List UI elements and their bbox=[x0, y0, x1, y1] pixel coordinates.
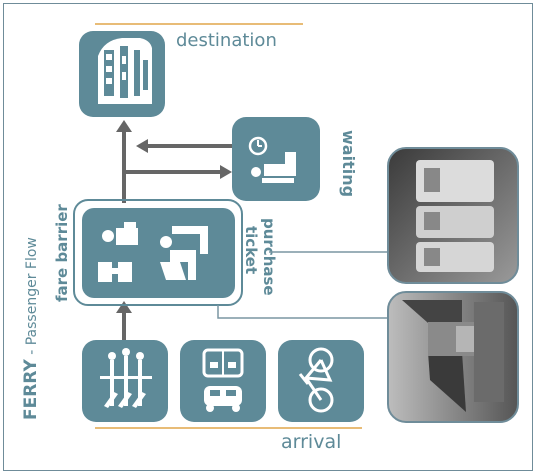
destination-label: destination bbox=[176, 30, 277, 51]
arrival-pedestrian-node bbox=[82, 340, 168, 422]
ticket-label: ticket bbox=[242, 226, 260, 274]
arrival-bicycle-node bbox=[278, 340, 364, 422]
pedestrians-icon bbox=[100, 348, 152, 408]
arrival-bus-car-node bbox=[180, 340, 266, 422]
ferry-ship-icon bbox=[98, 38, 152, 104]
destination-node bbox=[79, 31, 165, 117]
fare-barrier-ticket-group bbox=[73, 199, 243, 306]
fare-gate-photo bbox=[387, 291, 519, 423]
bus-car-icon bbox=[202, 348, 244, 412]
diagram-title: FERRY - Passenger Flow bbox=[21, 237, 41, 420]
fare-barrier-label: fare barrier bbox=[53, 204, 71, 302]
title-rest: - Passenger Flow bbox=[24, 237, 40, 359]
photo-connectors bbox=[217, 251, 390, 319]
ticket-gate-icon bbox=[98, 222, 138, 282]
title-bold: FERRY bbox=[21, 359, 41, 420]
arrival-label: arrival bbox=[281, 431, 341, 453]
purchase-label: purchase bbox=[260, 218, 278, 296]
ticket-machines-photo bbox=[387, 147, 519, 284]
seated-person-clock-icon bbox=[248, 136, 296, 183]
waiting-label: waiting bbox=[339, 130, 358, 197]
bicycle-icon bbox=[298, 347, 334, 413]
flow-arrows bbox=[116, 120, 232, 340]
waiting-node bbox=[232, 117, 320, 201]
fare-barrier-ticket-node bbox=[82, 208, 235, 298]
ticket-counter-icon bbox=[160, 226, 208, 280]
